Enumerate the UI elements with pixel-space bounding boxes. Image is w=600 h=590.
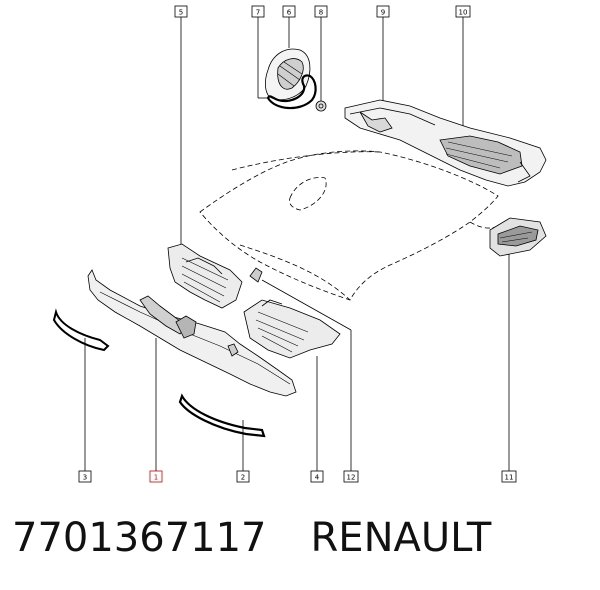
callout-box-6 xyxy=(282,5,296,48)
callout-2: 2 xyxy=(241,474,245,482)
part-6-cover xyxy=(264,48,311,101)
part-1-front-spoiler xyxy=(87,269,297,397)
callout-9: 9 xyxy=(381,9,385,17)
callout-8: 8 xyxy=(319,9,323,17)
part-11-bracket xyxy=(489,217,547,257)
part-number: 7701367117 xyxy=(12,515,267,561)
bonnet-outline xyxy=(199,150,499,301)
callout-5: 5 xyxy=(179,9,183,17)
part-caption: 7701367117 RENAULT xyxy=(12,515,491,561)
callout-box-9 xyxy=(376,5,390,110)
callout-box-3 xyxy=(78,338,92,483)
part-12-clip xyxy=(249,267,263,283)
part-4-air-guide xyxy=(243,299,341,359)
callout-box-11 xyxy=(501,250,517,483)
part-9-scuttle-panel xyxy=(344,99,547,187)
part-7-gasket xyxy=(266,74,317,110)
callout-3: 3 xyxy=(83,474,87,482)
callout-6: 6 xyxy=(287,9,292,17)
callout-7: 7 xyxy=(256,9,260,17)
exploded-view: 5 7 6 8 9 10 3 1 2 4 12 11 xyxy=(52,5,547,483)
callout-4: 4 xyxy=(315,474,320,482)
callout-1: 1 xyxy=(154,474,158,482)
callout-10: 10 xyxy=(459,9,468,17)
brand-name: RENAULT xyxy=(310,515,492,561)
part-3-trim-strip xyxy=(52,308,110,352)
callout-12: 12 xyxy=(347,474,356,482)
part-5-air-guide xyxy=(167,243,243,309)
callout-11: 11 xyxy=(505,474,514,482)
callout-box-8 xyxy=(314,5,328,102)
callout-box-5 xyxy=(174,5,188,248)
callout-box-12 xyxy=(261,279,359,483)
part-2-trim-strip xyxy=(178,393,266,438)
callout-box-4 xyxy=(310,356,324,483)
callout-box-7 xyxy=(251,5,268,99)
part-8-nut xyxy=(315,100,327,112)
callout-box-1 xyxy=(149,338,163,483)
